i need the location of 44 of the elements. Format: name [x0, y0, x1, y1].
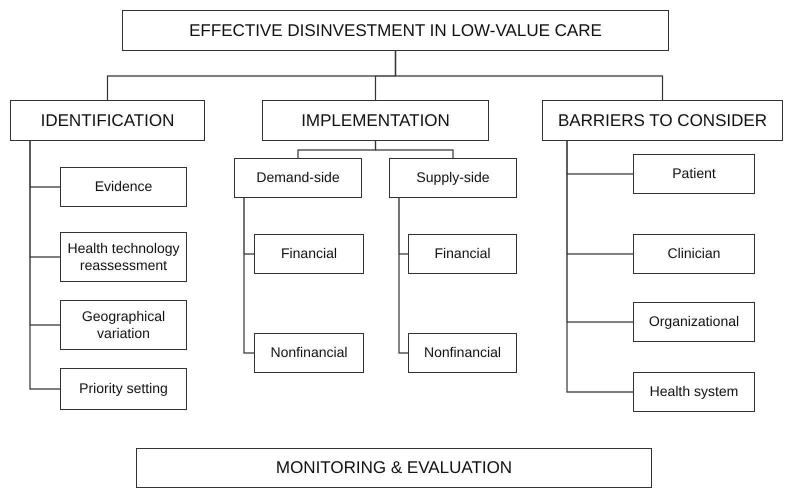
hierarchy-box: [136, 448, 652, 488]
hierarchy-box: [234, 158, 362, 198]
connector-line: [29, 141, 60, 390]
hierarchy-box: [408, 234, 517, 274]
box-label: Evidence: [94, 178, 152, 196]
box-label: EFFECTIVE DISINVESTMENT IN LOW-VALUE CARE: [189, 20, 602, 42]
box-label: Priority setting: [79, 380, 168, 398]
box-label: MONITORING & EVALUATION: [276, 457, 512, 479]
hierarchy-box: [60, 300, 187, 350]
box-label: Nonfinancial: [270, 344, 348, 362]
box-label: Financial: [434, 245, 491, 263]
box-label: BARRIERS TO CONSIDER: [558, 110, 768, 132]
connector-line: [566, 141, 633, 393]
hierarchy-box: [10, 100, 205, 141]
hierarchy-box: [122, 10, 669, 51]
connector-line: [374, 141, 454, 158]
hierarchy-box: [60, 368, 187, 410]
hierarchy-box: [633, 154, 755, 194]
connector-line: [243, 198, 254, 354]
box-label: Patient: [672, 165, 716, 183]
box-label: Nonfinancial: [424, 344, 502, 362]
box-label: IDENTIFICATION: [40, 110, 174, 132]
hierarchy-box: [633, 234, 755, 274]
hierarchy-box: [542, 100, 783, 141]
hierarchy-box: [254, 234, 364, 274]
hierarchy-box: [60, 167, 187, 207]
hierarchy-box: [633, 302, 755, 342]
hierarchy-box: [389, 158, 517, 198]
box-label: Demand-side: [256, 169, 340, 187]
box-label: Organizational: [648, 313, 740, 331]
hierarchy-box: [60, 232, 187, 282]
hierarchy-box: [408, 333, 517, 373]
box-label: Health system: [650, 383, 738, 401]
box-label: IMPLEMENTATION: [301, 110, 450, 132]
box-label: Geographical variation: [80, 308, 166, 342]
box-label: Clinician: [668, 245, 720, 263]
box-label: Financial: [280, 245, 338, 263]
hierarchy-box: [633, 372, 755, 412]
connector-line: [394, 51, 664, 100]
connector-line: [398, 198, 408, 354]
hierarchy-box: [262, 100, 489, 141]
box-label: Supply-side: [416, 169, 490, 187]
box-label: Health technology reassessment: [66, 240, 181, 274]
hierarchy-box: [254, 333, 364, 373]
